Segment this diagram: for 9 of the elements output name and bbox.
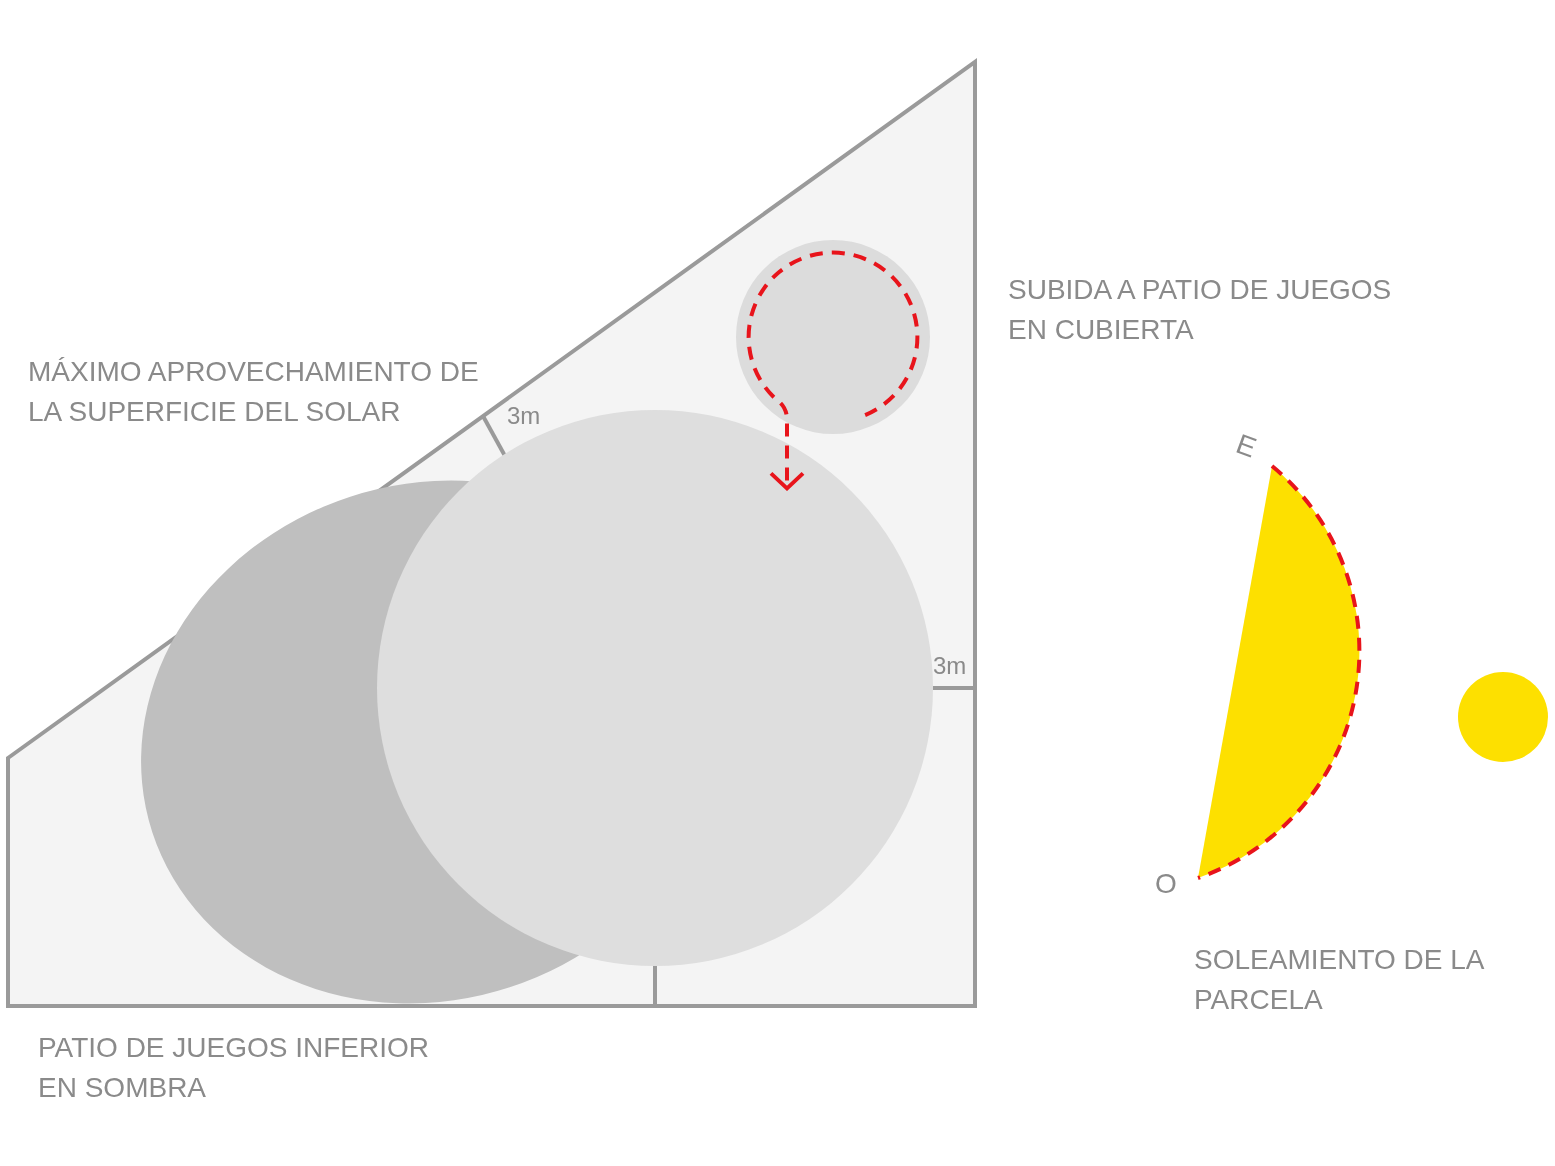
annotation: SUBIDA A PATIO DE JUEGOS EN CUBIERTA <box>1008 273 1393 347</box>
dimension-label: 3m <box>933 651 968 681</box>
annotation: SOLEAMIENTO DE LA PARCELA <box>1194 943 1484 1017</box>
compass-letter: E <box>1231 427 1262 466</box>
dimension-label: 3m <box>507 401 542 431</box>
arrow <box>746 250 920 491</box>
annotation: PATIO DE JUEGOS INFERIOR EN SOMBRA <box>38 1031 430 1105</box>
compass-letter: O <box>1155 867 1178 901</box>
annotation: MÁXIMO APROVECHAMIENTO DE LA SUPERFICIE DEL SOLAR <box>28 355 480 429</box>
